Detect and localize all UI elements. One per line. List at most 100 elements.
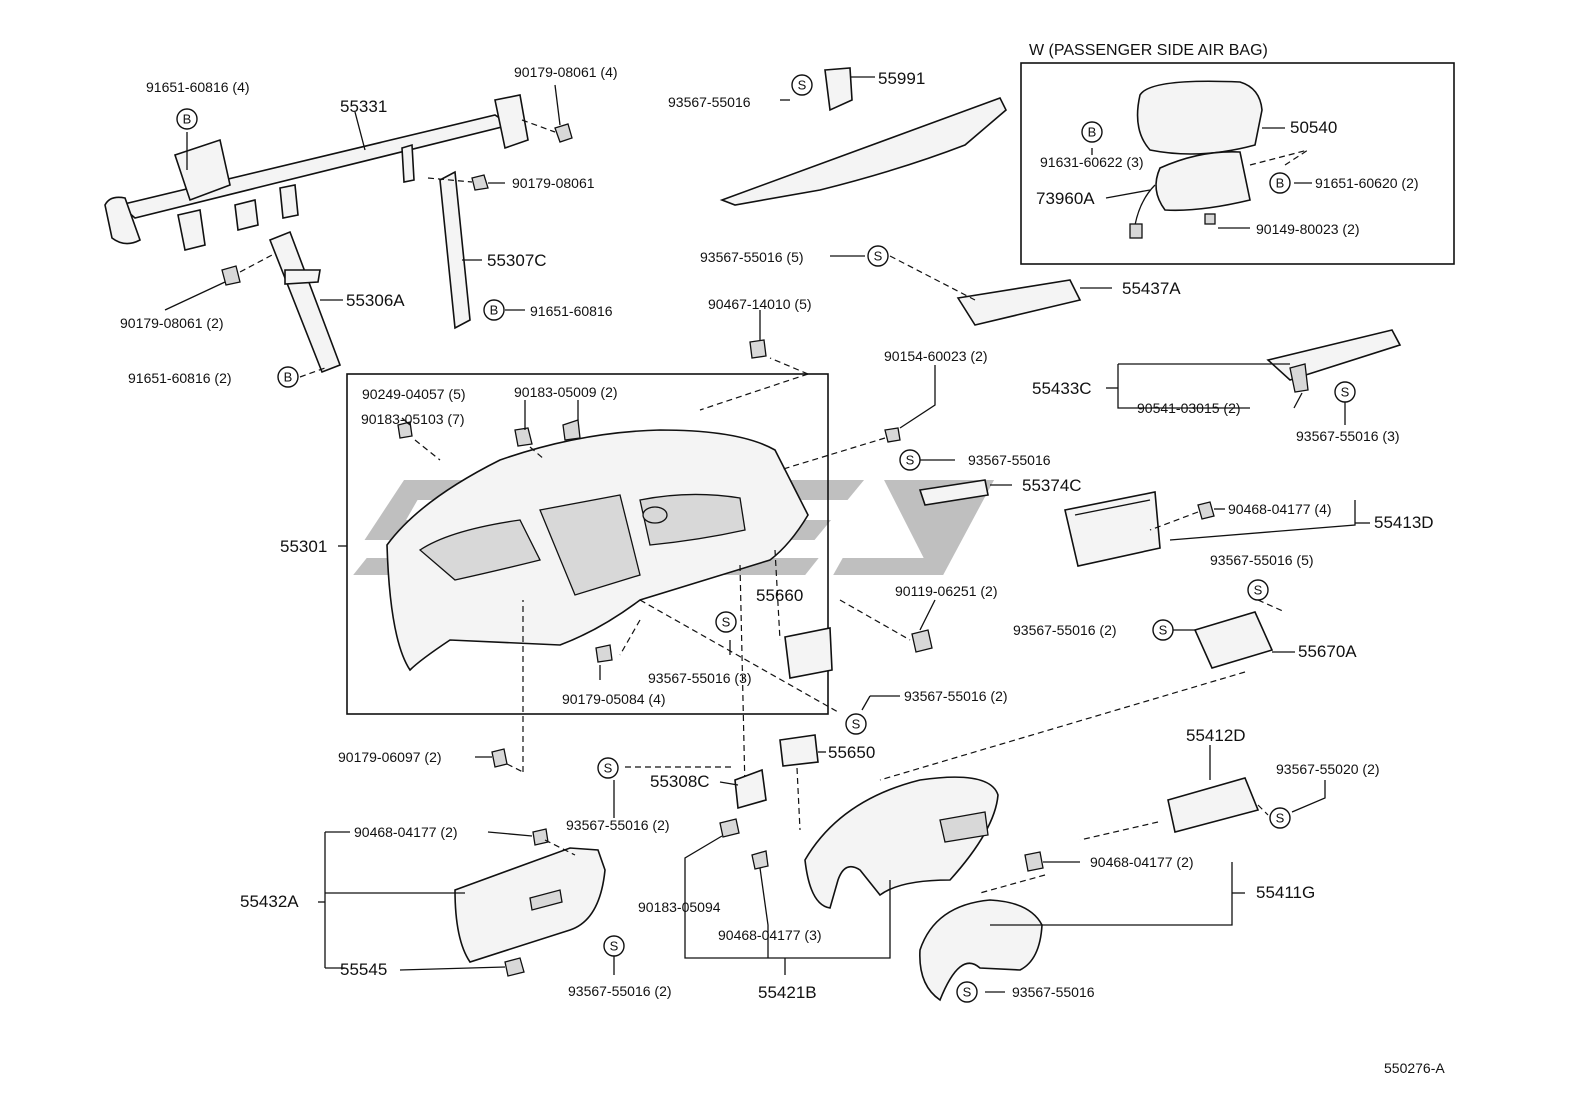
label-93567-55016-2-lower: 93567-55016 (2) [566, 817, 670, 833]
label-91651-60816: 91651-60816 [530, 303, 613, 319]
label-90154-60023-2: 90154-60023 (2) [884, 348, 988, 364]
symbol-s-4: S [899, 449, 921, 471]
panel-opening-center [539, 494, 641, 596]
lower-left-parts [318, 600, 615, 977]
reinforcement-lower-bracket [177, 209, 206, 251]
nut-90179-08061-2 [221, 265, 241, 286]
instrument-panel-assembly [338, 310, 936, 791]
svg-text:S: S [852, 717, 861, 732]
label-55650: 55650 [828, 743, 875, 762]
clip-90468-04177-4 [1197, 501, 1215, 520]
label-93567-55020-2: 93567-55020 (2) [1276, 761, 1380, 777]
label-55411g: 55411G [1256, 883, 1315, 902]
svg-text:S: S [604, 761, 613, 776]
clip-90468-04177-2b [1024, 851, 1044, 872]
bolt-symbols: B B B B B S S S S S S S S S S S S [176, 74, 1356, 1003]
label-90468-04177-3: 90468-04177 (3) [718, 927, 822, 943]
switch-55670a [1193, 611, 1274, 669]
cluster-finish-panel-55421b [804, 776, 999, 909]
label-91651-60816-4: 91651-60816 (4) [146, 79, 250, 95]
vent-55660 [784, 627, 833, 679]
label-50540: 50540 [1290, 118, 1337, 137]
svg-text:S: S [722, 615, 731, 630]
inset-frame [1020, 62, 1455, 265]
label-93567-55016-3-center: 93567-55016 (3) [648, 670, 752, 686]
symbol-s-5: S [1247, 579, 1269, 601]
label-90541-03015-2: 90541-03015 (2) [1137, 400, 1241, 416]
label-90468-04177-2-left: 90468-04177 (2) [354, 824, 458, 840]
airbag-module-73960a [1155, 151, 1251, 212]
heater-control-parts [879, 459, 1370, 781]
svg-text:S: S [1159, 623, 1168, 638]
airbag-harness [1134, 184, 1156, 226]
clip-90468-04177-2a [532, 828, 549, 846]
svg-text:B: B [1088, 125, 1097, 140]
symbol-s-7: S [715, 611, 737, 633]
symbol-s-8: S [845, 713, 867, 735]
label-55433c: 55433C [1032, 379, 1092, 398]
label-55432a: 55432A [240, 892, 299, 911]
label-90468-04177-4: 90468-04177 (4) [1228, 501, 1332, 517]
svg-text:B: B [490, 303, 499, 318]
airbag-inset: W (PASSENGER SIDE AIR BAG) [1020, 42, 1455, 265]
label-93567-55016-bottom: 93567-55016 [1012, 984, 1095, 1000]
label-90183-05103-7: 90183-05103 (7) [361, 411, 465, 427]
svg-text:S: S [798, 78, 807, 93]
cluster-finish-parts [613, 734, 999, 975]
switch-55650 [779, 734, 819, 767]
label-93567-55016-3-right: 93567-55016 (3) [1296, 428, 1400, 444]
bracket-55433c [1266, 329, 1402, 381]
airbag-cover-50540 [1136, 80, 1263, 155]
bolt-90541-03015 [1289, 363, 1309, 393]
label-55670a: 55670A [1298, 642, 1357, 661]
label-90183-05009-2: 90183-05009 (2) [514, 384, 618, 400]
svg-text:S: S [963, 985, 972, 1000]
label-55545: 55545 [340, 960, 387, 979]
label-93567-55016-top: 93567-55016 [668, 94, 751, 110]
label-91651-60620-2: 91651-60620 (2) [1315, 175, 1419, 191]
upper-panel-parts [719, 67, 1402, 425]
label-55301: 55301 [280, 537, 327, 556]
undercover-opening [529, 889, 563, 911]
reinforcement-lower-bracket-2 [234, 199, 259, 231]
label-55307c: 55307C [487, 251, 547, 270]
clip-90183-05009 [562, 419, 581, 441]
clip-90183-05103 [397, 421, 413, 439]
label-55412d: 55412D [1186, 726, 1246, 745]
svg-text:B: B [183, 112, 192, 127]
label-90468-04177-2-right: 90468-04177 (2) [1090, 854, 1194, 870]
label-55437a: 55437A [1122, 279, 1181, 298]
symbol-b-4: B [1081, 121, 1103, 143]
svg-text:S: S [1254, 583, 1263, 598]
airbag-connector [1129, 223, 1143, 239]
drawing-number: 550276-A [1384, 1060, 1445, 1076]
label-93567-55016-2-bottom: 93567-55016 (2) [568, 983, 672, 999]
symbol-s-10: S [1269, 807, 1291, 829]
label-93567-55016-5-right: 93567-55016 (5) [1210, 552, 1314, 568]
label-93567-55016-mid: 93567-55016 [968, 452, 1051, 468]
label-90249-04057-5: 90249-04057 (5) [362, 386, 466, 402]
svg-text:S: S [906, 453, 915, 468]
symbol-b-3: B [277, 366, 299, 388]
label-55306a: 55306A [346, 291, 405, 310]
svg-text:B: B [1276, 176, 1285, 191]
cluster-finish-opening [939, 811, 989, 843]
label-90149-80023-2: 90149-80023 (2) [1256, 221, 1360, 237]
label-55308c: 55308C [650, 772, 710, 791]
label-91631-60622-3: 91631-60622 (3) [1040, 154, 1144, 170]
vent-55412d [1167, 777, 1260, 833]
clip-90468-04177-3 [751, 850, 769, 870]
clip-55545 [504, 957, 525, 977]
right-lower-parts [919, 745, 1326, 1002]
label-73960a: 73960A [1036, 189, 1095, 208]
label-90179-08061: 90179-08061 [512, 175, 595, 191]
svg-text:S: S [610, 939, 619, 954]
reinforcement-right-bracket [494, 94, 529, 150]
symbol-s-11: S [603, 935, 625, 957]
clip-90183-05094 [719, 818, 740, 838]
panel-opening-right [639, 493, 746, 546]
symbol-b-1: B [176, 108, 198, 130]
undercover-55432a [454, 847, 606, 963]
